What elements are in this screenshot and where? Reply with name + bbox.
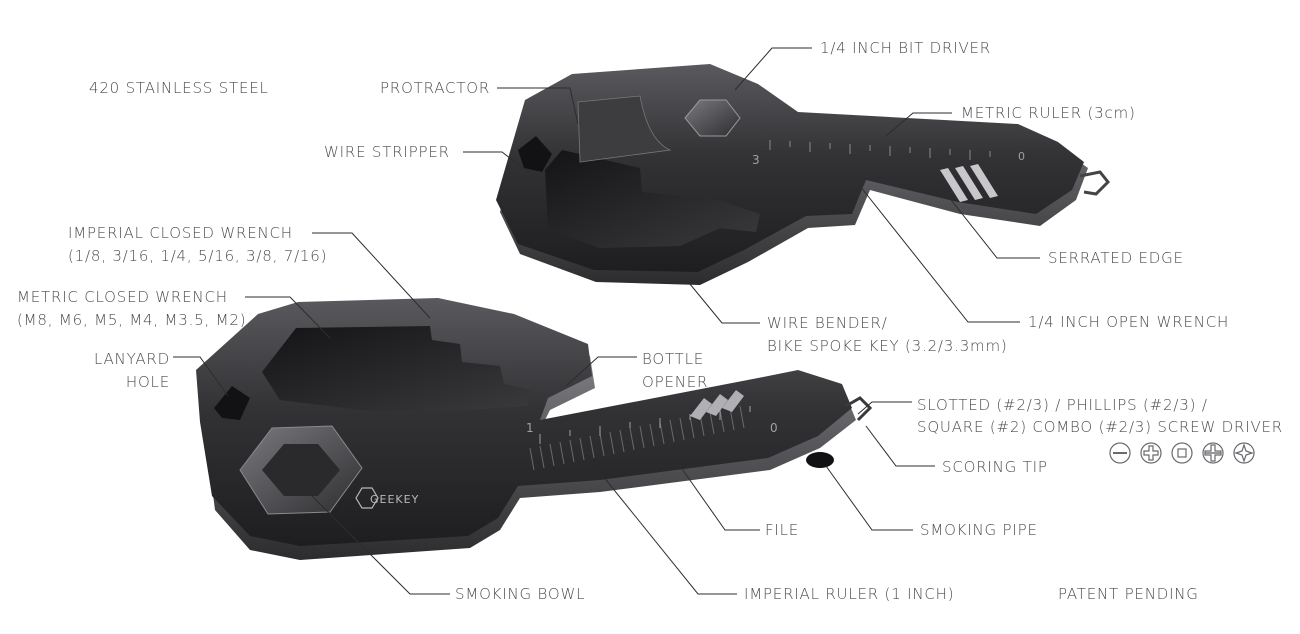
metric-ruler-mark-0: 0 bbox=[1018, 150, 1025, 163]
top-key-cutout bbox=[545, 150, 760, 248]
label-bit-driver: 1/4 INCH BIT DRIVER bbox=[820, 39, 992, 57]
metric-ruler-mark-3: 3 bbox=[752, 153, 760, 167]
lanyard-hole bbox=[214, 386, 250, 420]
label-smoking-pipe: SMOKING PIPE bbox=[920, 521, 1038, 539]
bit-driver-hex bbox=[684, 99, 741, 137]
combo-icon bbox=[1202, 442, 1224, 464]
imperial-ruler-mark-1: 1 bbox=[526, 421, 534, 435]
label-imperial-ruler: IMPERIAL RULER (1 INCH) bbox=[744, 585, 955, 603]
label-protractor: PROTRACTOR bbox=[380, 79, 491, 97]
bottom-serrations bbox=[690, 390, 744, 420]
label-imperial-wrench-sizes: (1/8, 3/16, 1/4, 5/16, 3/8, 7/16) bbox=[68, 247, 328, 265]
bottom-key-tip bbox=[845, 396, 873, 422]
protractor-shape bbox=[577, 95, 672, 163]
label-smoking-bowl: SMOKING BOWL bbox=[455, 585, 586, 603]
label-bottle-1: BOTTLE bbox=[642, 350, 705, 368]
label-serrated-edge: SERRATED EDGE bbox=[1048, 249, 1184, 267]
smoking-pipe-hole bbox=[806, 452, 834, 468]
geekey-logo: GEEKEY bbox=[355, 487, 419, 509]
label-screwdriver-2: SQUARE (#2) COMBO (#2/3) SCREW DRIVER bbox=[917, 418, 1284, 436]
top-key-tip bbox=[1079, 170, 1111, 196]
combo-phillips-icon bbox=[1233, 442, 1255, 464]
label-lanyard-1: LANYARD bbox=[93, 350, 170, 368]
bottom-key: GEEKEY 1 0 bbox=[196, 298, 873, 560]
metric-ruler-ticks bbox=[769, 140, 991, 160]
label-file: FILE bbox=[765, 521, 800, 539]
bottom-key-cutout bbox=[262, 326, 530, 412]
phillips-icon bbox=[1140, 442, 1162, 464]
label-metric-wrench-title: METRIC CLOSED WRENCH bbox=[17, 288, 228, 306]
label-metric-wrench-sizes: (M8, M6, M5, M4, M3.5, M2) bbox=[17, 311, 247, 329]
label-lanyard-2: HOLE bbox=[125, 373, 170, 391]
label-wire-bender-1: WIRE BENDER/ bbox=[767, 314, 888, 332]
wire-stripper-slot bbox=[518, 136, 552, 172]
imperial-ruler-ticks bbox=[539, 406, 751, 444]
serrated-edge-teeth bbox=[940, 164, 998, 202]
label-imperial-wrench-title: IMPERIAL CLOSED WRENCH bbox=[68, 224, 293, 242]
leader-lines bbox=[173, 47, 1040, 595]
label-scoring-tip: SCORING TIP bbox=[942, 458, 1048, 476]
label-metric-ruler: METRIC RULER (3cm) bbox=[961, 104, 1136, 122]
label-wire-stripper: WIRE STRIPPER bbox=[324, 143, 450, 161]
label-patent: PATENT PENDING bbox=[1058, 585, 1199, 603]
label-open-wrench: 1/4 INCH OPEN WRENCH bbox=[1028, 313, 1230, 331]
imperial-ruler-mark-0: 0 bbox=[770, 421, 778, 435]
label-wire-bender-2: BIKE SPOKE KEY (3.2/3.3mm) bbox=[767, 337, 1008, 355]
slotted-icon bbox=[1109, 442, 1131, 464]
brand-logo-text: GEEKEY bbox=[370, 493, 419, 506]
top-key: 3 0 bbox=[496, 64, 1111, 285]
label-bottle-2: OPENER bbox=[642, 373, 709, 391]
square-icon bbox=[1171, 442, 1193, 464]
file-pattern bbox=[529, 405, 745, 471]
smoking-bowl-inner bbox=[262, 444, 340, 496]
screw-type-icons bbox=[1108, 441, 1256, 465]
label-screwdriver-1: SLOTTED (#2/3) / PHILLIPS (#2/3) / bbox=[917, 396, 1208, 414]
label-steel: 420 STAINLESS STEEL bbox=[89, 79, 269, 97]
